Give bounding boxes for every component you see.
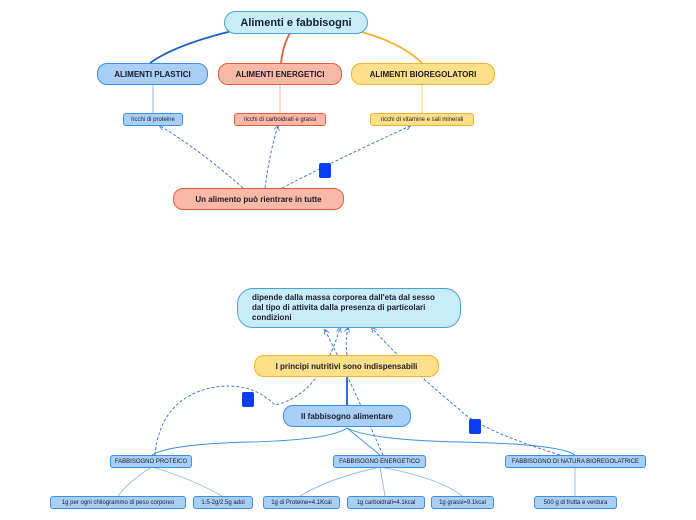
- principi-to-dipende-relation: [346, 328, 348, 356]
- leaf-ricchi-carboidrati[interactable]: ricchi di carboidrati e grassi: [234, 113, 326, 126]
- energetico-to-carboidrati-line: [379, 466, 386, 497]
- node-fabbisogno-alimentare[interactable]: Il fabbisogno alimentare: [283, 405, 411, 427]
- fabbisogno-to-energetico-line: [346, 427, 381, 456]
- fabbisogno-to-bioregolatrice-line: [346, 427, 576, 456]
- node-fabbisogno-proteico[interactable]: FABBISOGNO PROTEICO: [110, 455, 192, 468]
- root-to-energetici-line: [280, 32, 291, 64]
- node-principi-nutritivi[interactable]: I principi nutritivi sono indispensabili: [254, 355, 439, 377]
- alimento-to-proteine-relation: [160, 126, 244, 189]
- leaf-adol[interactable]: 1.5-2g/2.5g adol: [193, 496, 253, 509]
- energetico-to-dipende-relation: [325, 330, 384, 456]
- leaf-peso-corporeo[interactable]: 1g per ogni chilogrammo di peso corporeo: [50, 496, 186, 509]
- energetico-to-proteine-line: [299, 466, 381, 497]
- node-fabbisogno-bioregolatrice[interactable]: FABBISOGNO DI NATURA BIOREGOLATRICE: [505, 455, 646, 468]
- node-alimenti-plastici[interactable]: ALIMENTI PLASTICI: [97, 63, 208, 85]
- link-marker-3[interactable]: [469, 419, 481, 434]
- node-fabbisogno-energetico[interactable]: FABBISOGNO ENERGETICO: [333, 455, 426, 468]
- link-marker-2[interactable]: [242, 392, 254, 407]
- leaf-ricchi-vitamine[interactable]: ricchi di vitamine e sali minerali: [370, 113, 474, 126]
- bioregolatrice-to-dipende-relation: [372, 328, 561, 456]
- node-alimenti-bioregolatori[interactable]: ALIMENTI BIOREGOLATORI: [351, 63, 495, 85]
- leaf-frutta-verdura[interactable]: 500 g di frutta e verdura: [534, 496, 617, 509]
- proteico-to-peso-line: [117, 466, 153, 497]
- node-alimenti-energetici[interactable]: ALIMENTI ENERGETICI: [218, 63, 342, 85]
- node-alimento-tutte[interactable]: Un alimento può rientrare in tutte: [173, 188, 344, 210]
- root-to-plastici-line: [149, 30, 233, 64]
- link-marker-1[interactable]: [319, 163, 331, 178]
- energetico-to-grassi-line: [379, 466, 463, 497]
- leaf-ricchi-proteine[interactable]: ricchi di proteine: [123, 113, 183, 126]
- proteico-to-adol-line: [151, 466, 223, 497]
- alimento-to-vitamine-relation: [281, 126, 410, 189]
- node-dipende[interactable]: dipende dalla massa corporea dall'eta da…: [237, 288, 461, 328]
- proteico-to-dipende-relation: [154, 328, 340, 456]
- leaf-carboidrati-kcal[interactable]: 1g carboidrati=4.1kcal: [347, 496, 425, 509]
- root-alimenti-fabbisogni[interactable]: Alimenti e fabbisogni: [224, 11, 368, 34]
- fabbisogno-to-proteico-line: [151, 427, 348, 456]
- alimento-to-carboidrati-relation: [264, 126, 278, 189]
- leaf-proteine-kcal[interactable]: 1g di Proteine=4.1Kcal: [263, 496, 340, 509]
- leaf-grassi-kcal[interactable]: 1g grassi=9.1kcal: [431, 496, 494, 509]
- root-to-bioregolatori-line: [357, 30, 423, 64]
